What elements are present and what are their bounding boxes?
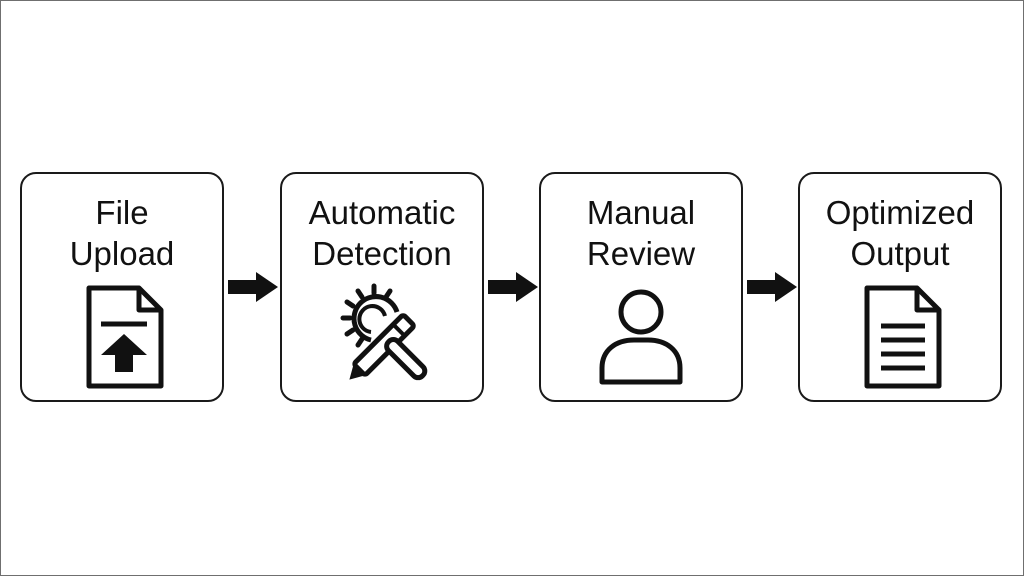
step-automatic-detection: Automatic Detection	[280, 172, 484, 402]
connector-arrow-1	[226, 272, 278, 302]
connector-arrow-3	[745, 272, 797, 302]
file-upload-icon	[67, 282, 177, 392]
step-label: Automatic Detection	[308, 194, 456, 272]
step-optimized-output: Optimized Output	[798, 172, 1002, 402]
user-icon	[586, 282, 696, 392]
document-icon	[845, 282, 955, 392]
connector-arrow-2	[486, 272, 538, 302]
gear-pencil-icon	[327, 282, 437, 392]
step-label: Manual Review	[586, 194, 696, 272]
step-label: Optimized Output	[825, 194, 975, 272]
step-manual-review: Manual Review	[539, 172, 743, 402]
step-file-upload: File Upload	[20, 172, 224, 402]
step-label: File Upload	[69, 194, 175, 272]
